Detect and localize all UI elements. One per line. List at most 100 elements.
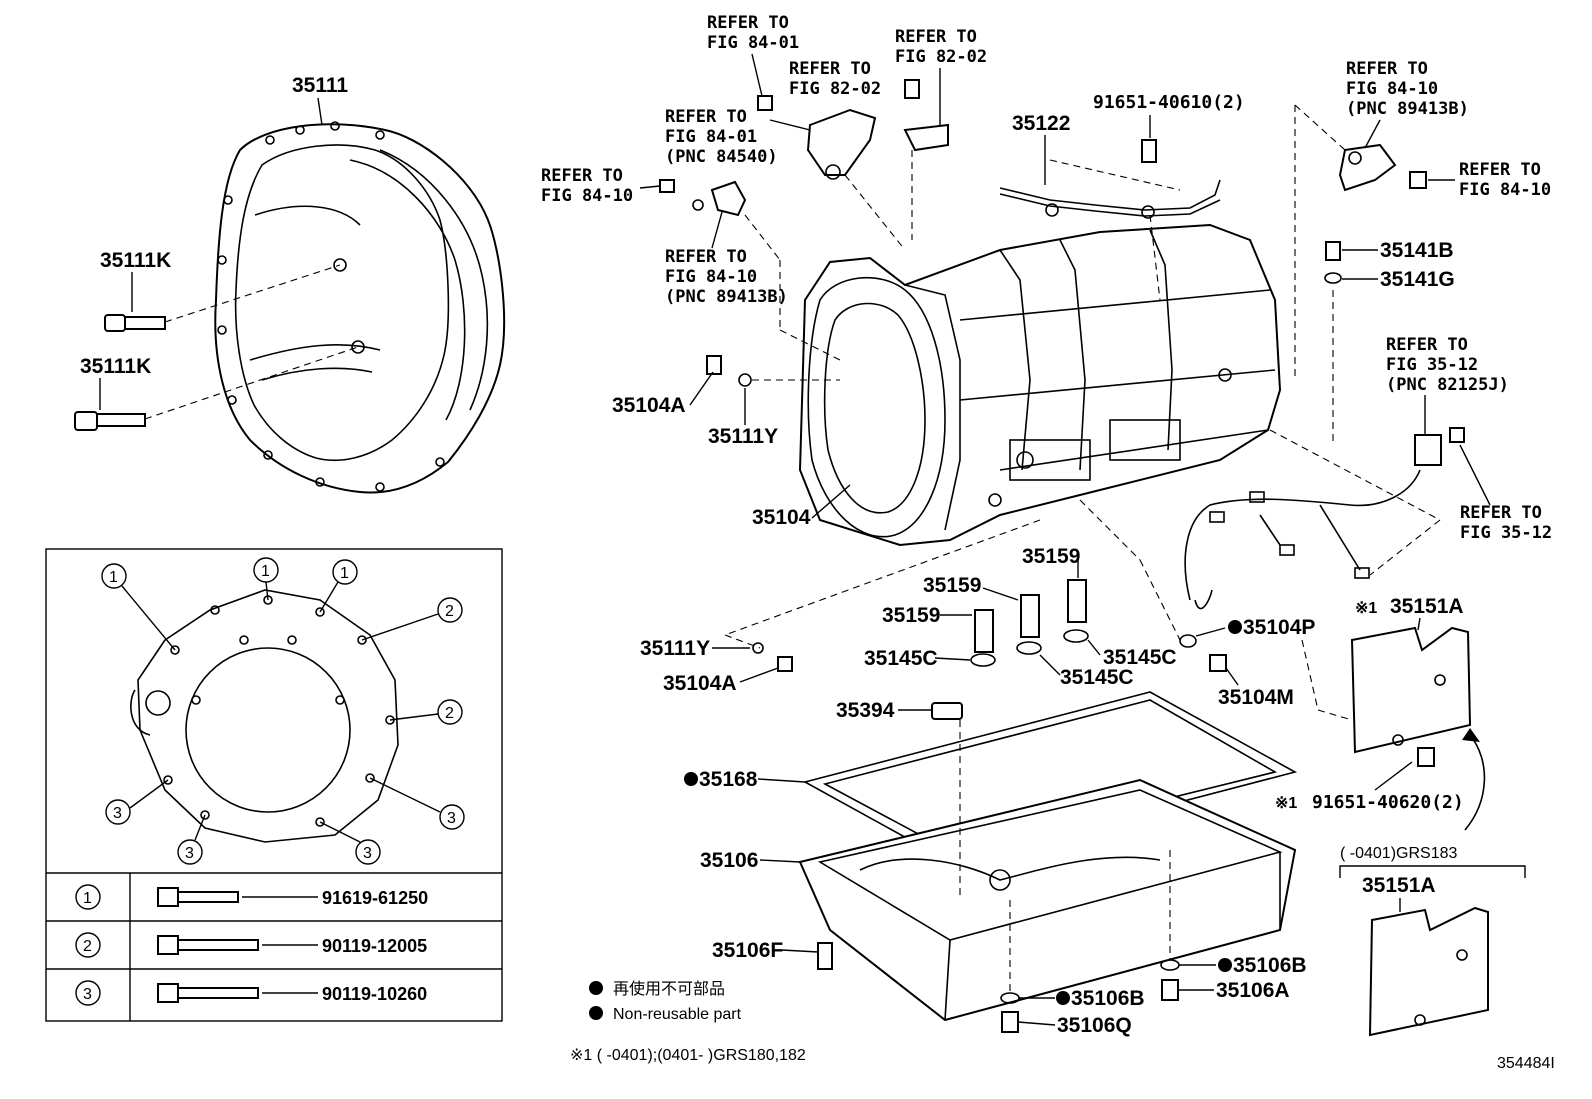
refer-10-line1: REFER TO [1460, 503, 1542, 523]
callout-1a: 1 [109, 569, 118, 586]
bolt-35111k-lower [74, 411, 146, 431]
oring-35104p [1179, 634, 1197, 648]
label-35104p: 35104P [1243, 616, 1315, 639]
refer-8-line1: REFER TO [1459, 160, 1541, 180]
label-35141b: 35141B [1380, 239, 1454, 262]
figure-number: 354484I [1497, 1055, 1555, 1072]
refer-7-line1: REFER TO [1346, 59, 1428, 79]
label-35159-a: 35159 [882, 604, 940, 627]
label-35111k-lower: 35111K [80, 355, 151, 378]
refer-3-line2: FIG 82-02 [895, 47, 987, 67]
refer-1-line1: REFER TO [707, 13, 789, 33]
refer-9-line1: REFER TO [1386, 335, 1468, 355]
callout-3d: 3 [447, 810, 456, 827]
filter-35394 [931, 702, 963, 720]
legend-dot-jp [589, 981, 603, 995]
refer-6-line2: FIG 84-10 [665, 267, 757, 287]
refer-2-line2: FIG 82-02 [789, 79, 881, 99]
callout-3b: 3 [185, 845, 194, 862]
pipe-35122 [999, 139, 1221, 219]
label-35122: 35122 [1012, 112, 1070, 135]
refer-10-line2: FIG 35-12 [1460, 523, 1552, 543]
callout-2b: 2 [445, 705, 454, 722]
non-reusable-dot-35106b-right [1218, 958, 1232, 972]
label-35104m: 35104M [1218, 686, 1294, 709]
bolt-table: 1 91619-61250 2 90119-12005 3 90119-1026… [75, 884, 428, 1006]
oil-pan-35106 [798, 778, 1297, 1022]
label-35145c-a: 35145C [864, 647, 938, 670]
label-35168: 35168 [699, 768, 758, 791]
callout-1b: 1 [261, 563, 270, 580]
refer-4-line3: (PNC 84540) [665, 147, 778, 167]
label-35151a-upper: 35151A [1390, 595, 1464, 618]
legend-jp: 再使用不可部品 [613, 980, 725, 998]
label-35159-c: 35159 [1022, 545, 1080, 568]
wire-harness [1184, 427, 1465, 610]
refer-7-line2: FIG 84-10 [1346, 79, 1438, 99]
plug-35104a-lower [777, 656, 793, 672]
refer-1-line2: FIG 84-01 [707, 33, 799, 53]
plug-35104a-upper [706, 355, 722, 375]
transmission-case [798, 223, 1282, 547]
refer-5-line2: FIG 84-10 [541, 186, 633, 206]
callout-2a: 2 [445, 603, 454, 620]
sensor-89413b-right [1338, 143, 1427, 192]
non-reusable-dot-35168 [684, 772, 698, 786]
label-35104a-upper: 35104A [612, 394, 686, 417]
non-reusable-dot-35106b-left [1056, 991, 1070, 1005]
plug-35106q [1001, 1011, 1019, 1033]
inset-frame [45, 548, 503, 1022]
footnote: ※1 ( -0401);(0401- )GRS180,182 [570, 1047, 806, 1064]
refer-7-line3: (PNC 89413B) [1346, 99, 1469, 119]
pan-gasket-35168 [802, 691, 1298, 863]
label-91651-40620: 91651-40620(2) [1312, 792, 1464, 813]
refer-9-line2: FIG 35-12 [1386, 355, 1478, 375]
refer-3-line1: REFER TO [895, 27, 977, 47]
refer-9-line3: (PNC 82125J) [1386, 375, 1509, 395]
non-reusable-dot-35104p [1228, 620, 1242, 634]
arrow-shaft [1464, 734, 1486, 831]
refer-5-line1: REFER TO [541, 166, 623, 186]
label-35106a: 35106A [1216, 979, 1290, 1002]
label-35106b-right: 35106B [1233, 954, 1307, 977]
label-35151a-lower: 35151A [1362, 874, 1436, 897]
table-row-3-num: 3 [83, 986, 92, 1003]
shield-35151a-lower [1368, 906, 1489, 1037]
label-35159-b: 35159 [923, 574, 981, 597]
bolt-35111k-upper [104, 314, 166, 332]
sensor-84540 [757, 95, 877, 180]
plug-35106a [1161, 979, 1179, 1001]
shield-35151a-upper [1350, 626, 1472, 754]
callout-3a: 3 [113, 805, 122, 822]
mark-1-lower: ※1 [1275, 795, 1297, 812]
bolt-91651-40620 [1417, 747, 1435, 767]
mark-1-upper: ※1 [1355, 600, 1377, 617]
table-row-1-part: 91619-61250 [322, 888, 428, 908]
label-35111y-lower: 35111Y [640, 637, 710, 660]
refer-6-line3: (PNC 89413B) [665, 287, 788, 307]
table-row-1-num: 1 [83, 890, 92, 907]
sensor-89413b-left [659, 179, 747, 217]
label-35111: 35111 [292, 74, 348, 97]
plug-35106f [817, 942, 833, 970]
label-91651-40610: 91651-40610(2) [1093, 92, 1245, 113]
legend-dot-en [589, 1006, 603, 1020]
arrow-head [1462, 728, 1480, 742]
table-row-2-num: 2 [83, 938, 92, 955]
callout-3c: 3 [363, 845, 372, 862]
plug-35104m [1209, 654, 1227, 672]
sleeves-35159 [974, 579, 1087, 653]
bracket-82-02 [903, 79, 949, 152]
label-35111y-upper: 35111Y [708, 425, 778, 448]
refer-2-line1: REFER TO [789, 59, 871, 79]
callout-1c: 1 [340, 565, 349, 582]
bolt-35141b [1325, 241, 1341, 261]
label-35106q: 35106Q [1057, 1014, 1132, 1037]
gasket-35106b-right [1160, 959, 1180, 971]
label-35111k-upper: 35111K [100, 249, 171, 272]
label-35394: 35394 [836, 699, 895, 722]
table-row-2-part: 90119-12005 [322, 936, 427, 956]
inset-callouts: 1 1 1 2 2 3 3 3 3 [101, 557, 465, 865]
